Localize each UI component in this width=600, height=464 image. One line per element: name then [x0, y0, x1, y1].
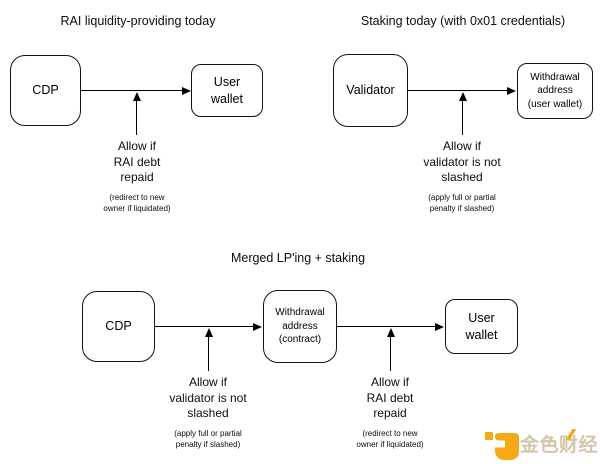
- jinse-logo-j-icon: [495, 433, 519, 460]
- merged-withdrawal-to-wallet-arrow-line: [337, 326, 436, 327]
- staking-withdrawal-label: Withdrawal address (user wallet): [527, 71, 583, 110]
- merged-arrow-right-icon-1: [253, 322, 262, 331]
- merged-cdp-box: CDP: [82, 291, 155, 362]
- merged-user-wallet-label: User wallet: [465, 310, 498, 342]
- staking-validator-label: Validator: [346, 83, 395, 97]
- merged-arrow-up-icon-1: [204, 328, 213, 337]
- lp-arrow-up-icon: [132, 92, 141, 101]
- staking-withdrawal-box: Withdrawal address (user wallet): [517, 63, 593, 119]
- lp-cdp-box: CDP: [10, 55, 81, 126]
- staking-validator-box: Validator: [333, 54, 408, 127]
- jinse-logo-square-icon: [485, 432, 493, 440]
- lp-cdp-to-wallet-arrow-line: [81, 90, 182, 91]
- merged-withdrawal-box: Withdrawal address (contract): [263, 290, 337, 363]
- lp-condition-arrow-line: [136, 99, 137, 135]
- staking-arrow-right-icon: [507, 86, 516, 95]
- jinse-finance-watermark: 金色财经: [483, 426, 600, 464]
- merged-arrow-up-icon-2: [386, 328, 395, 337]
- staking-arrow-up-icon: [458, 92, 467, 101]
- staking-condition-note: (apply full or partial penalty if slashe…: [428, 193, 496, 213]
- merged-debt-condition-label: Allow if RAI debt repaid: [366, 375, 414, 420]
- merged-withdrawal-label: Withdrawal address (contract): [275, 307, 325, 346]
- merged-debt-condition-arrow-line: [390, 335, 391, 371]
- lp-today-title: RAI liquidity-providing today: [60, 14, 216, 28]
- merged-arrow-right-icon-2: [435, 322, 444, 331]
- merged-slash-condition-label: Allow if validator is not slashed: [169, 375, 247, 420]
- lp-condition-note: (redirect to new owner if liquidated): [103, 193, 171, 213]
- merged-cdp-to-withdrawal-arrow-line: [155, 326, 254, 327]
- staking-arrow-line: [408, 90, 508, 91]
- merged-title: Merged LP'ing + staking: [230, 251, 366, 265]
- lp-condition-label: Allow if RAI debt repaid: [113, 139, 161, 184]
- staking-condition-arrow-line: [462, 99, 463, 135]
- merged-debt-condition-note: (redirect to new owner if liquidated): [356, 429, 424, 449]
- lp-user-wallet-box: User wallet: [191, 64, 263, 117]
- lp-user-wallet-label: User wallet: [211, 74, 243, 106]
- merged-slash-condition-note: (apply full or partial penalty if slashe…: [174, 429, 242, 449]
- staking-today-title: Staking today (with 0x01 credentials): [360, 14, 566, 28]
- staking-condition-label: Allow if validator is not slashed: [423, 139, 501, 184]
- lp-cdp-label: CDP: [32, 83, 59, 97]
- merged-slash-condition-arrow-line: [208, 335, 209, 371]
- lp-arrow-right-icon: [182, 86, 191, 95]
- merged-cdp-label: CDP: [105, 319, 132, 333]
- merged-user-wallet-box: User wallet: [445, 299, 518, 354]
- jinse-brand-text: 金色财经: [520, 434, 599, 456]
